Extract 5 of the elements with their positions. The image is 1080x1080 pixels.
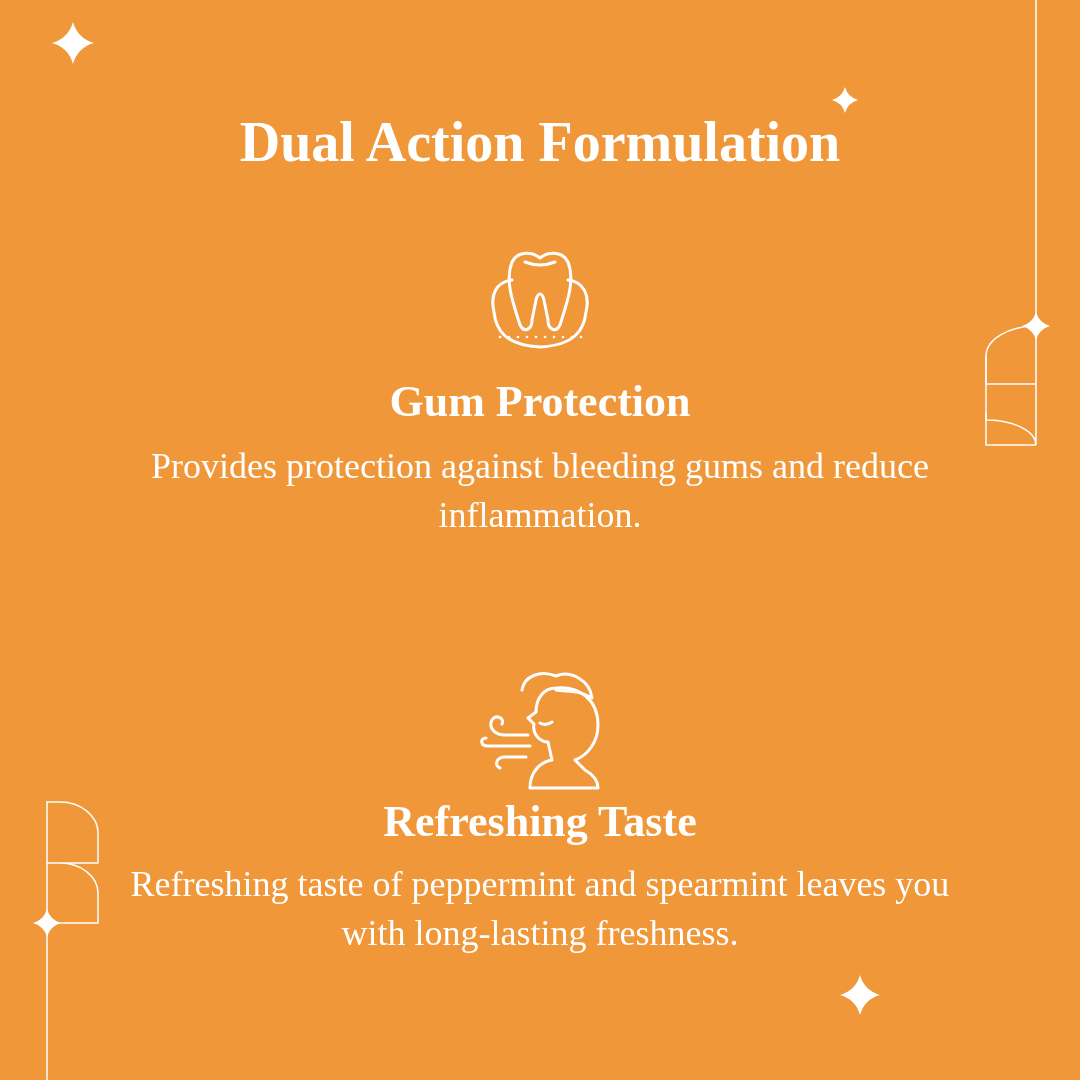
title: Dual Action Formulation: [239, 110, 841, 175]
description-text: Provides protection against bleeding gums and reduce inflammation.: [150, 445, 930, 537]
description-text: Refreshing taste of peppermint and spearmint leaves you with long-lasting freshness.: [129, 863, 951, 955]
section-heading: Refreshing Taste: [383, 796, 697, 848]
section-heading: Gum Protection: [389, 376, 691, 428]
